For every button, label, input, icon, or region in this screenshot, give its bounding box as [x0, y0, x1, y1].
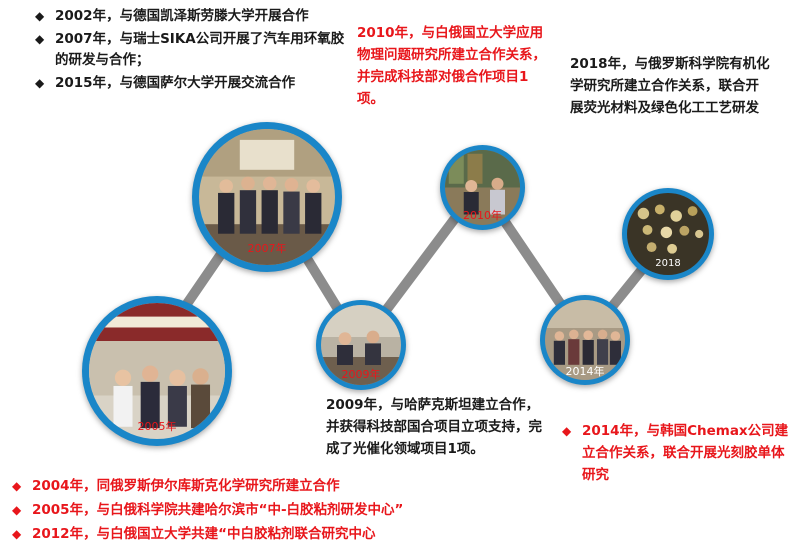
list-item: ◆2005年，与白俄科学院共建哈尔滨市“中-白胶粘剂研发中心” — [12, 502, 404, 518]
photo-2005 — [89, 303, 225, 439]
timeline-node-2014: 2014年 — [540, 295, 630, 385]
timeline-node-2005: 2005年 — [82, 296, 232, 446]
top-left-list: ◆2002年，与德国凯泽斯劳滕大学开展合作 ◆2007年，与瑞士SIKA公司开展… — [35, 6, 345, 94]
photo-2018 — [627, 193, 709, 275]
list-item: ◆2014年，与韩国Chemax公司建立合作关系，联合开展光刻胶单体研究 — [562, 423, 789, 483]
node-year-label: 2009年 — [341, 368, 381, 381]
list-item: ◆2004年，同俄罗斯伊尔库斯克化学研究所建立合作 — [12, 478, 340, 494]
list-item: ◆2002年，与德国凯泽斯劳滕大学开展合作 — [35, 8, 309, 24]
timeline-node-2009: 2009年 — [316, 300, 406, 390]
milestone-2018-text: 2018年，与俄罗斯科学院有机化学研究所建立合作关系，联合开展荧光材料及绿色化工… — [570, 56, 770, 116]
milestone-2010-text: 2010年，与白俄国立大学应用物理问题研究所建立合作关系，并完成科技部对俄合作项… — [357, 25, 546, 107]
photo-2014 — [545, 300, 625, 380]
milestone-2009-text: 2009年，与哈萨克斯坦建立合作，并获得科技部国合项目立项支持，完成了光催化领域… — [326, 397, 542, 457]
timeline-node-2018: 2018 — [622, 188, 714, 280]
node-year-label: 2005年 — [137, 420, 177, 433]
list-item: ◆2015年，与德国萨尔大学开展交流合作 — [35, 75, 296, 91]
node-year-label: 2007年 — [247, 242, 287, 255]
timeline-node-2010: 2010年 — [440, 145, 525, 230]
node-year-label: 2010年 — [463, 209, 502, 222]
milestone-2014-list: ◆2014年，与韩国Chemax公司建立合作关系，联合开展光刻胶单体研究 — [562, 420, 794, 486]
bottom-list: ◆2004年，同俄罗斯伊尔库斯克化学研究所建立合作 ◆2005年，与白俄科学院共… — [12, 474, 572, 546]
node-year-label: 2014年 — [565, 365, 605, 378]
timeline-node-2007: 2007年 — [192, 122, 342, 272]
list-item: ◆2012年，与白俄国立大学共建“中白胶粘剂联合研究中心 — [12, 526, 376, 542]
node-year-label: 2018 — [655, 258, 681, 269]
list-item: ◆2007年，与瑞士SIKA公司开展了汽车用环氧胶的研发与合作； — [35, 31, 345, 68]
